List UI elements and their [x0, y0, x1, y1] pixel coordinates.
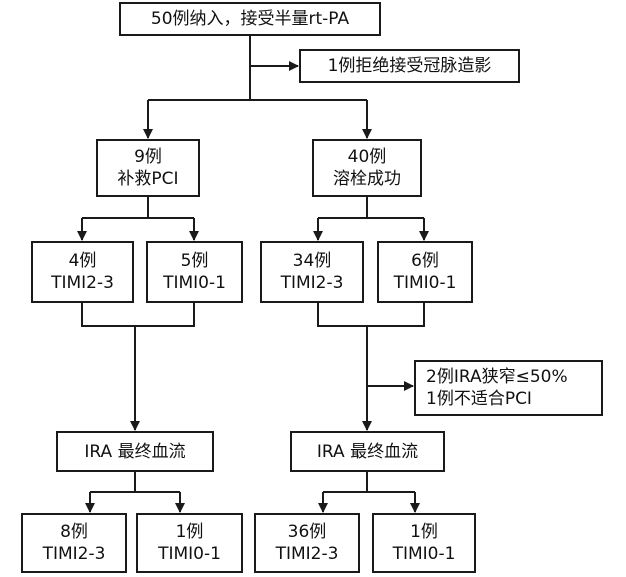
- node-success-count: 40例: [347, 147, 387, 167]
- node-s-timi23-count: 34例: [292, 251, 332, 271]
- node-thrombolysis-success: 40例 溶栓成功: [312, 139, 422, 197]
- node-enrollment-label: 50例纳入，接受半量rt-PA: [150, 9, 350, 29]
- node-rf-timi01-label: TIMI0-1: [392, 544, 456, 564]
- node-side-note-line1: 2例IRA狭窄≤50%: [426, 367, 568, 387]
- node-rf-timi23-label: TIMI2-3: [275, 544, 339, 564]
- node-rescue-timi23: 4例 TIMI2-3: [31, 241, 134, 303]
- node-exclusion: 1例拒绝接受冠脉造影: [299, 49, 520, 83]
- node-enrollment: 50例纳入，接受半量rt-PA: [119, 2, 381, 36]
- node-success-label: 溶栓成功: [333, 169, 401, 189]
- node-rescue-timi01: 5例 TIMI0-1: [146, 241, 243, 303]
- node-lf-timi01-count: 1例: [175, 522, 204, 542]
- node-s-timi01-label: TIMI0-1: [393, 273, 457, 293]
- connector-left-merge: [81, 303, 195, 327]
- node-side-note: 2例IRA狭窄≤50% 1例不适合PCI: [414, 360, 603, 416]
- node-ira-final-left: IRA 最终血流: [56, 431, 214, 472]
- node-final-left-timi23: 8例 TIMI2-3: [21, 513, 127, 573]
- node-lf-timi23-label: TIMI2-3: [42, 544, 106, 564]
- node-success-timi23: 34例 TIMI2-3: [260, 241, 364, 303]
- node-s-timi23-label: TIMI2-3: [280, 273, 344, 293]
- node-r-timi23-label: TIMI2-3: [51, 273, 114, 293]
- node-ira-left-label: IRA 最终血流: [84, 441, 186, 462]
- node-rf-timi23-count: 36例: [287, 522, 327, 542]
- node-final-right-timi23: 36例 TIMI2-3: [254, 513, 360, 573]
- node-ira-final-right: IRA 最终血流: [290, 431, 445, 472]
- node-rescue-pci: 9例 补救PCI: [96, 139, 200, 197]
- node-side-note-line2: 1例不适合PCI: [426, 389, 532, 409]
- node-ira-right-label: IRA 最终血流: [316, 441, 419, 462]
- node-r-timi23-count: 4例: [68, 251, 97, 271]
- node-final-right-timi01: 1例 TIMI0-1: [372, 513, 476, 573]
- node-exclusion-label: 1例拒绝接受冠脉造影: [327, 56, 492, 76]
- node-lf-timi23-count: 8例: [60, 522, 88, 542]
- node-rescue-label: 补救PCI: [117, 169, 179, 189]
- node-r-timi01-label: TIMI0-1: [163, 273, 226, 293]
- node-success-timi01: 6例 TIMI0-1: [377, 241, 473, 303]
- node-rescue-count: 9例: [134, 147, 162, 167]
- node-rf-timi01-count: 1例: [410, 522, 438, 542]
- connector-right-merge: [317, 303, 425, 327]
- node-s-timi01-count: 6例: [411, 251, 439, 271]
- node-lf-timi01-label: TIMI0-1: [158, 544, 221, 564]
- node-r-timi01-count: 5例: [180, 251, 209, 271]
- node-final-left-timi01: 1例 TIMI0-1: [136, 513, 243, 573]
